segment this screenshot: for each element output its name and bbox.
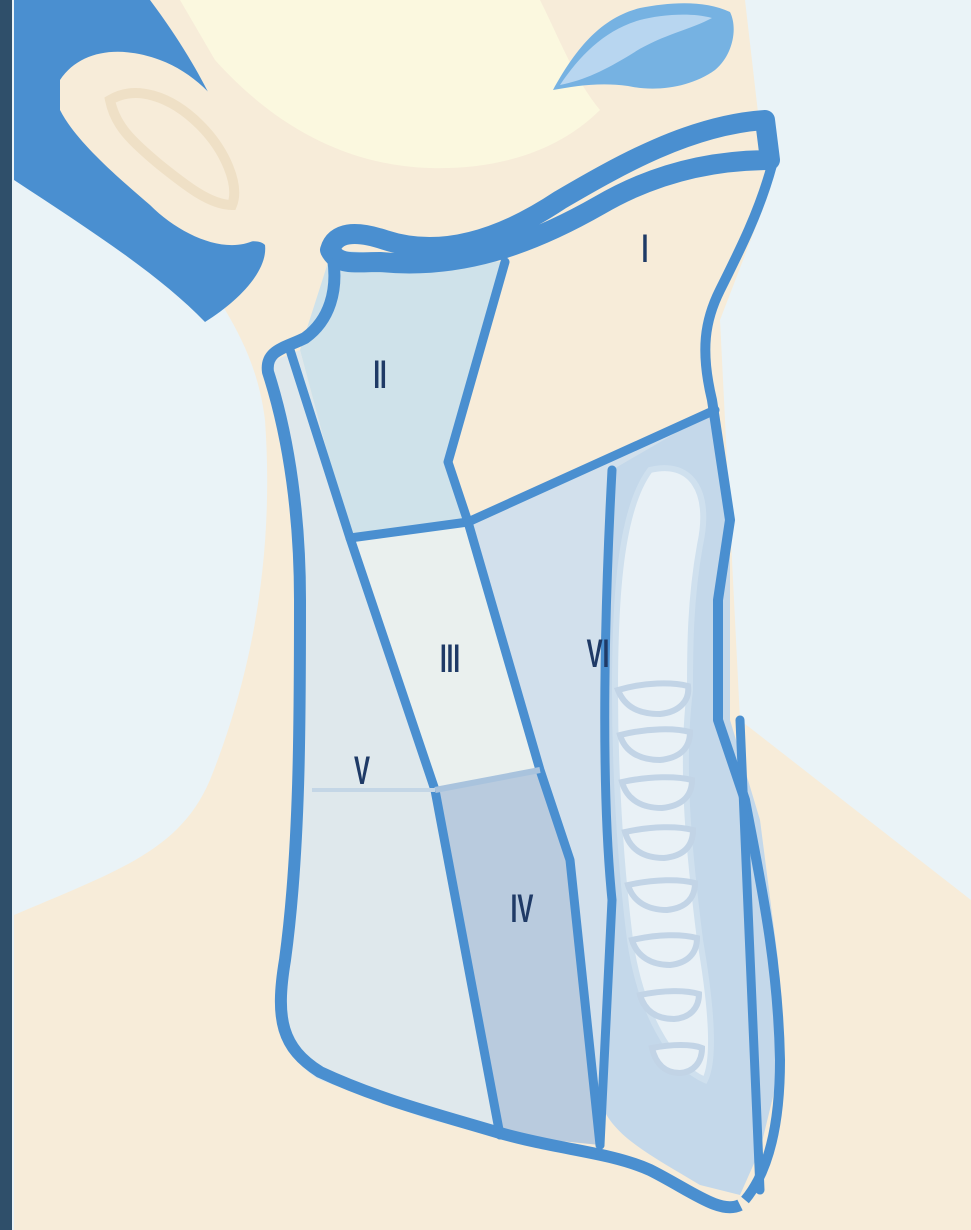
label-level-i: I — [642, 226, 649, 271]
label-level-v: V — [354, 748, 370, 793]
label-level-ii: II — [373, 352, 386, 397]
label-level-vi: VI — [587, 631, 610, 676]
label-level-iii: III — [440, 636, 460, 681]
label-level-iv: IV — [511, 886, 534, 931]
left-edge-bar — [0, 0, 12, 1230]
